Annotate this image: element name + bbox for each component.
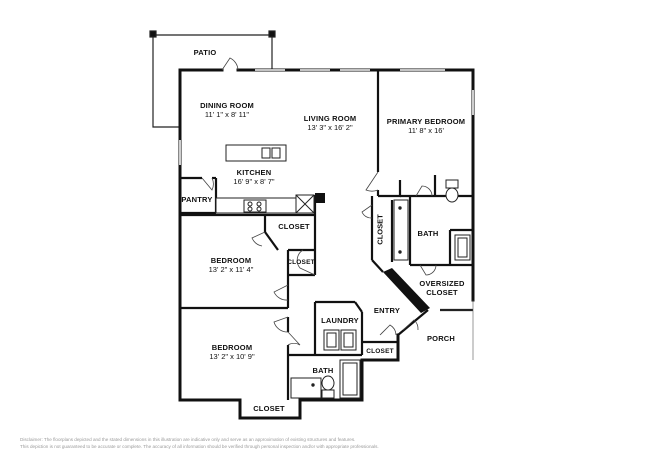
patio-label: PATIO (193, 48, 217, 57)
primary-bedroom-label: PRIMARY BEDROOM 11' 8" x 16' (386, 117, 466, 135)
patio-outline (149, 30, 276, 128)
closet-small-label: CLOSET (287, 259, 315, 266)
closet-kitchen-label: CLOSET (278, 222, 310, 231)
kitchen-label: KITCHEN 16' 9" x 8' 7" (233, 168, 275, 186)
entry-label: ENTRY (373, 306, 401, 315)
laundry-fixtures (323, 329, 357, 351)
living-room-label: LIVING ROOM 13' 3" x 16' 2" (303, 114, 357, 132)
hallway-thick-wall (315, 193, 430, 313)
door-swings (201, 57, 437, 346)
bath-label: BATH (312, 366, 334, 375)
kitchen-fixtures (215, 144, 315, 214)
window-marks (179, 69, 474, 165)
bedroom-1-label: BEDROOM 13' 2" x 11' 4" (208, 256, 254, 274)
laundry-label: LAUNDRY (321, 316, 359, 325)
bedroom-2-label: BEDROOM 13' 2" x 10' 9" (209, 343, 255, 361)
porch-outline (440, 300, 474, 360)
porch-label: PORCH (426, 334, 456, 343)
oversized-closet-label: OVERSIZED CLOSET (419, 279, 465, 297)
closet-vertical-label: CLOSET (375, 214, 385, 245)
closet-bottom-label: CLOSET (253, 404, 285, 413)
disclaimer-text: Disclaimer: The floorplans depicted and … (20, 437, 379, 449)
pantry-label: PANTRY (181, 195, 213, 204)
closet-entry-label: CLOSET (366, 348, 394, 355)
primary-bath-label: BATH (417, 229, 439, 238)
bath-fixtures (290, 179, 471, 399)
dining-room-label: DINING ROOM 11' 1" x 8' 11" (200, 101, 254, 119)
